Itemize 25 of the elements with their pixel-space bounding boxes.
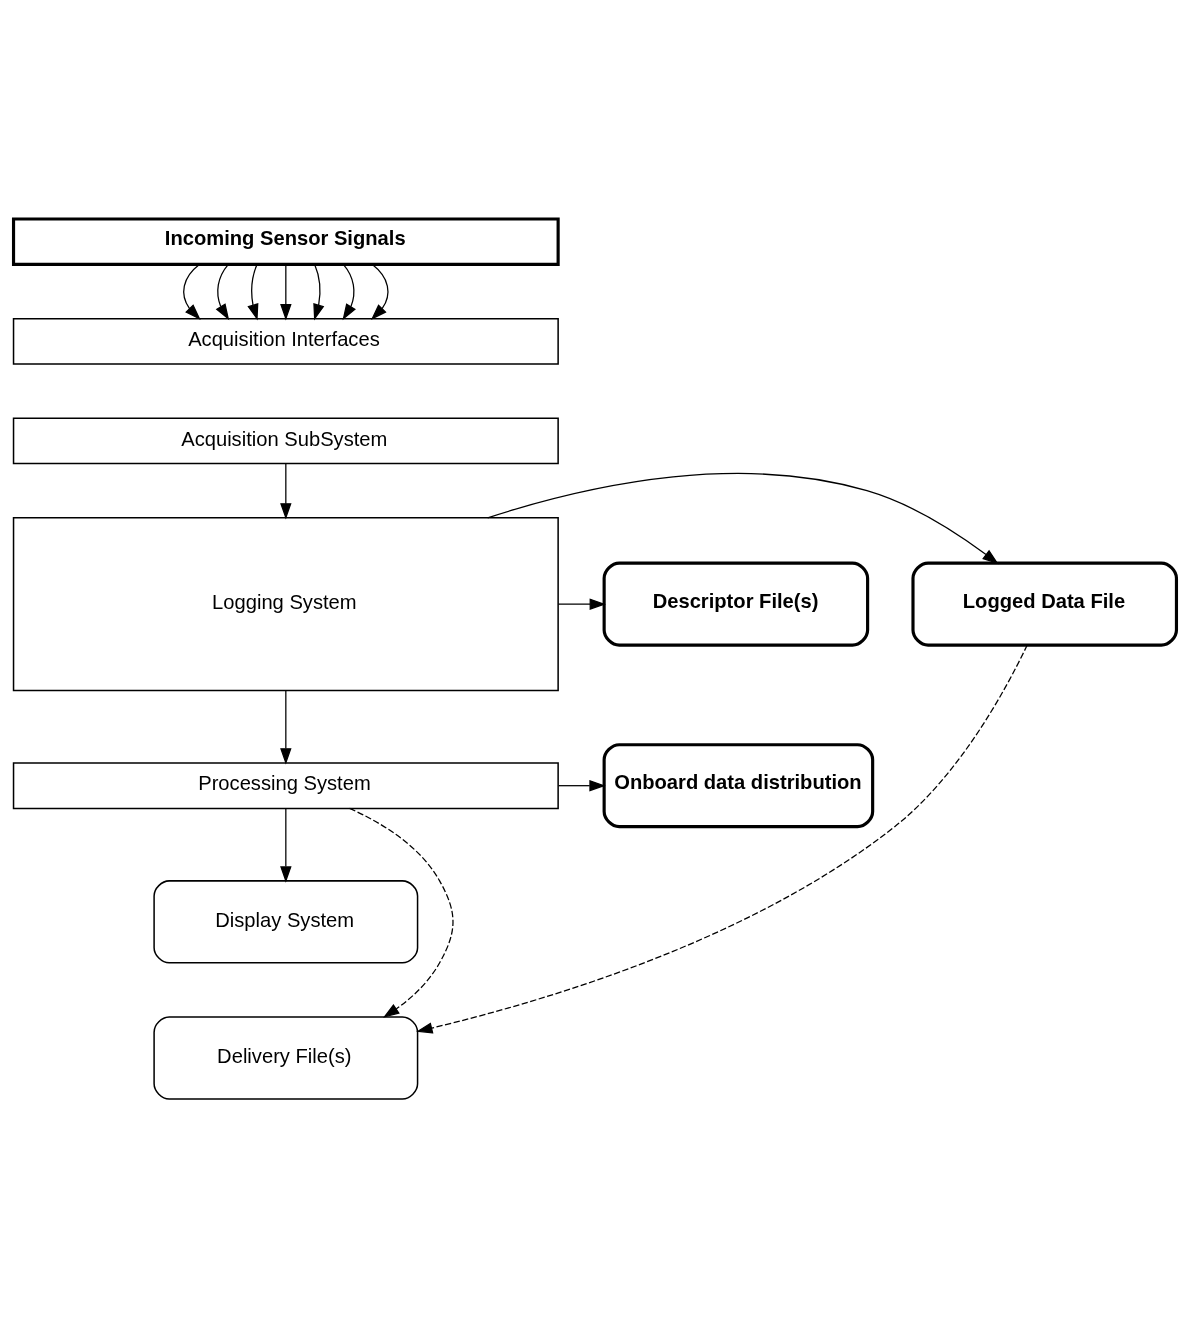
arrow: [280, 807, 292, 883]
arrow: [557, 779, 606, 792]
node-box: Acquisition Interfaces: [12, 317, 559, 365]
node-box: Onboard data distribution: [602, 743, 875, 829]
arrow: [280, 690, 292, 765]
arrow: [280, 263, 292, 321]
arrow: [313, 263, 325, 321]
arrow: [247, 263, 259, 321]
arrow: [487, 472, 999, 565]
node-box: Processing System: [12, 762, 559, 810]
node-box: Acquisition SubSystem: [12, 417, 559, 465]
node-box: Descriptor File(s): [602, 561, 870, 647]
node-box: Display System: [153, 880, 419, 964]
arrow: [183, 263, 201, 320]
arrow: [215, 263, 230, 321]
arrow: [342, 263, 356, 321]
arrow: [280, 463, 292, 520]
node-box: Logging System: [12, 517, 559, 692]
node-box: Incoming Sensor Signals: [11, 217, 560, 266]
arrow: [557, 598, 606, 610]
arrow: [416, 644, 1028, 1034]
arrow: [370, 263, 389, 320]
node-box: Logged Data File: [911, 561, 1179, 647]
node-box: Delivery File(s): [153, 1016, 419, 1100]
arrow: [349, 807, 454, 1018]
